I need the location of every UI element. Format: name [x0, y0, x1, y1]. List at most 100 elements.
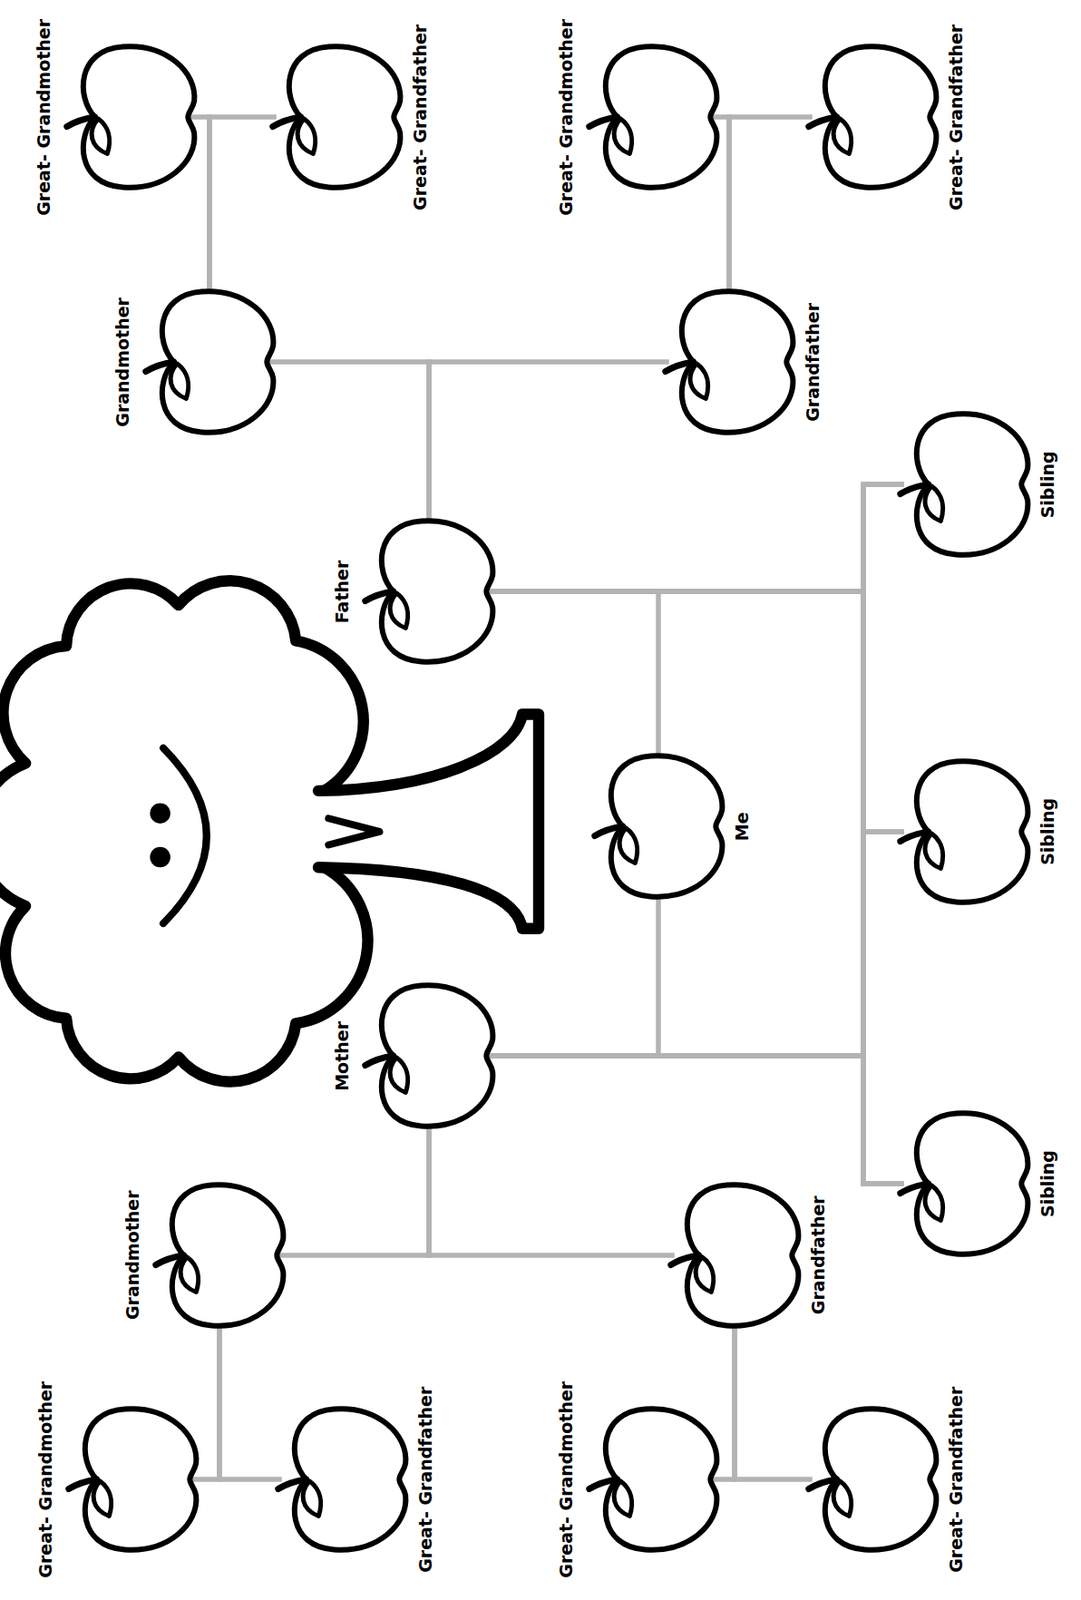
- tree-eye: [149, 847, 171, 868]
- apple-node: Sibling: [894, 1103, 1034, 1264]
- family-link: [219, 1325, 280, 1480]
- apple-stem: [68, 1479, 98, 1490]
- apple-leaf: [690, 363, 709, 400]
- apple-outline: [359, 512, 499, 672]
- family-link: [486, 484, 902, 1056]
- member-label: Great- Grandmother: [555, 19, 576, 216]
- apple-outline: [272, 1399, 412, 1559]
- apple-stem: [364, 592, 393, 603]
- apple-stem: [272, 116, 302, 127]
- apple-stem: [900, 831, 929, 842]
- apple-node: Mother: [359, 975, 499, 1136]
- member-label: Sibling: [1037, 1149, 1058, 1218]
- apple-outline: [802, 37, 943, 197]
- apple-stem: [155, 1255, 185, 1266]
- apple-stem: [808, 1479, 838, 1490]
- member-label: Sibling: [1037, 450, 1058, 518]
- apple-outline: [62, 1399, 203, 1559]
- apple-node: Grandfather: [659, 282, 799, 442]
- family-link: [276, 1126, 429, 1256]
- family-link: [486, 591, 902, 1184]
- apple-body: [380, 521, 493, 663]
- apple-stem: [671, 1255, 700, 1266]
- family-link: [486, 1055, 902, 1184]
- apple-outline: [60, 37, 201, 197]
- family-link: [266, 361, 429, 521]
- apple-body: [605, 1409, 718, 1550]
- member-label: Great- Grandfather: [409, 24, 430, 211]
- member-label: Sibling: [1037, 798, 1058, 866]
- apple-body: [605, 47, 718, 188]
- member-label: Grandmother: [122, 1189, 143, 1320]
- apple-node: Me: [588, 746, 729, 906]
- apple-leaf: [833, 1480, 852, 1517]
- apple-outline: [802, 1399, 943, 1559]
- member-label: Great- Grandfather: [415, 1386, 436, 1573]
- apple-leaf: [93, 1480, 112, 1517]
- member-label: Grandmother: [112, 297, 133, 428]
- apple-stem: [808, 116, 838, 127]
- member-label: Mother: [331, 1021, 352, 1091]
- apple-leaf: [833, 118, 852, 155]
- apple-outline: [266, 37, 407, 197]
- apple-body: [83, 47, 195, 188]
- apple-body: [916, 1112, 1029, 1254]
- member-label: Grandfather: [802, 302, 823, 422]
- apple-outline: [894, 404, 1034, 565]
- apple-outline: [894, 1103, 1034, 1264]
- apple-outline: [583, 37, 723, 197]
- apple-outline: [149, 1175, 290, 1335]
- apple-outline: [583, 1399, 723, 1559]
- member-label: Father: [331, 560, 352, 624]
- apple-node: Great- Grandmother: [583, 1399, 723, 1559]
- apple-node: Great- Grandfather: [802, 1399, 943, 1559]
- apple-leaf: [925, 486, 944, 522]
- member-label: Great- Grandfather: [945, 1386, 966, 1573]
- apple-body: [161, 292, 273, 433]
- trunk-notch: [328, 818, 380, 845]
- apple-stem: [900, 484, 929, 495]
- apple-outline: [588, 746, 729, 906]
- apple-outline: [894, 751, 1034, 912]
- apple-stem: [594, 826, 623, 837]
- family-link: [428, 1126, 672, 1256]
- family-link: [209, 116, 274, 292]
- apple-node: Great- Grandfather: [802, 37, 943, 197]
- apple-body: [687, 1184, 799, 1325]
- apple-body: [172, 1184, 284, 1325]
- tree-trunk: [318, 714, 539, 929]
- apple-leaf: [180, 1256, 199, 1293]
- family-link: [729, 116, 810, 292]
- apple-body: [825, 47, 937, 188]
- apple-body: [380, 985, 493, 1127]
- apple-leaf: [389, 593, 409, 629]
- apple-stem: [900, 1183, 929, 1194]
- tree-smile: [163, 748, 207, 925]
- apple-stem: [278, 1479, 307, 1490]
- apple-body: [289, 47, 401, 188]
- member-label: Great- Grandmother: [555, 1381, 576, 1578]
- family-link: [486, 484, 902, 592]
- apple-leaf: [91, 118, 110, 155]
- apple-node: Father: [359, 512, 499, 672]
- apple-leaf: [389, 1057, 409, 1093]
- member-label: Great- Grandfather: [945, 24, 966, 211]
- apple-node: Great- Grandfather: [266, 37, 407, 197]
- apple-outline: [659, 282, 799, 442]
- apple-stem: [364, 1055, 393, 1066]
- apple-leaf: [925, 833, 944, 869]
- apple-leaf: [297, 118, 316, 155]
- apple-node: Sibling: [894, 751, 1034, 912]
- tree-crown: [0, 580, 368, 1081]
- apple-node: Great- Grandmother: [60, 37, 201, 197]
- apple-node: Grandmother: [149, 1175, 290, 1335]
- apple-leaf: [613, 1480, 633, 1517]
- apple-leaf: [695, 1256, 714, 1293]
- apple-outline: [664, 1175, 805, 1335]
- apple-leaf: [619, 827, 638, 864]
- apple-leaf: [170, 363, 189, 400]
- apple-node: Great- Grandfather: [272, 1399, 412, 1559]
- apple-body: [681, 292, 794, 433]
- apple-leaf: [925, 1185, 944, 1221]
- member-label: Great- Grandmother: [33, 19, 54, 216]
